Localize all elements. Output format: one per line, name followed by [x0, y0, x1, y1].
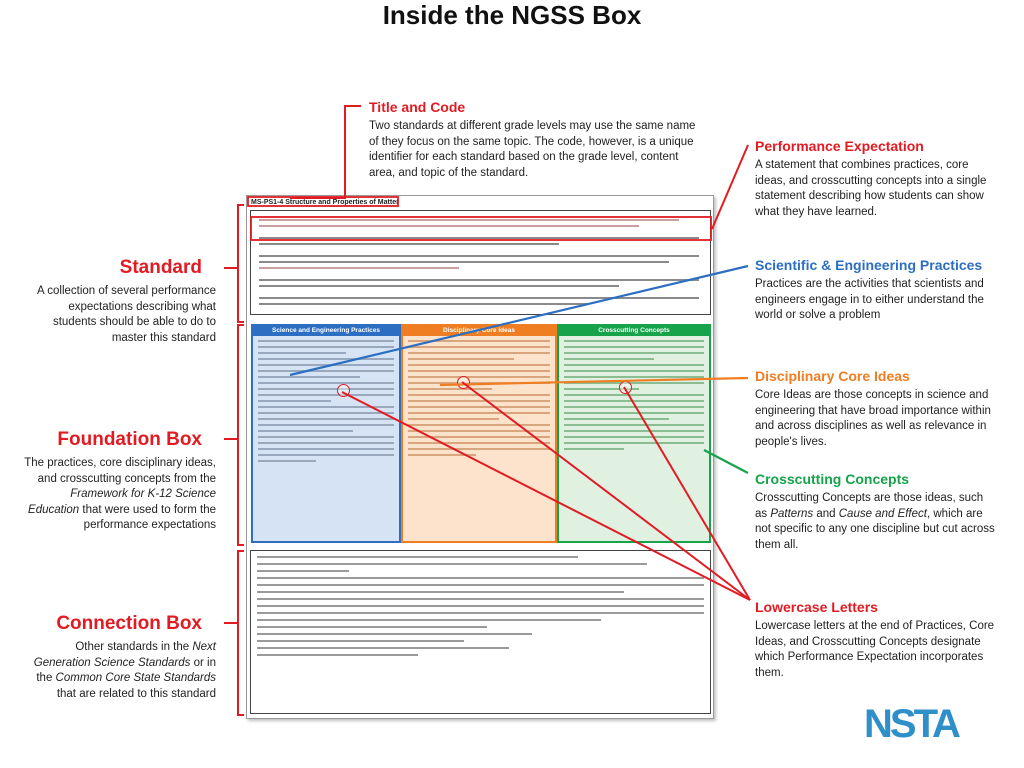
practices-column: Science and Engineering Practices: [251, 324, 401, 543]
connection-box-label: Connection Box Other standards in the Ne…: [30, 612, 216, 702]
page-title: Inside the NGSS Box: [382, 0, 642, 30]
performance-expectation-text: A statement that combines practices, cor…: [755, 159, 987, 218]
practices-column-header: Science and Engineering Practices: [253, 326, 399, 336]
lowercase-letters-text: Lowercase letters at the end of Practice…: [755, 620, 995, 679]
crosscutting-column: Crosscutting Concepts: [557, 324, 711, 543]
document-code-title: MS-PS1-4 Structure and Properties of Mat…: [251, 199, 399, 206]
standard-label: Standard A collection of several perform…: [30, 256, 216, 346]
title-code-heading: Title and Code: [369, 99, 466, 115]
crosscutting-label: Crosscutting Concepts Crosscutting Conce…: [755, 470, 995, 553]
crosscutting-heading: Crosscutting Concepts: [755, 471, 910, 487]
lowercase-letters-label: Lowercase Letters Lowercase letters at t…: [755, 598, 995, 681]
standard-heading: Standard: [119, 257, 202, 278]
practices-heading: Scientific & Engineering Practices: [755, 257, 983, 273]
standard-document-preview: MS-PS1-4 Structure and Properties of Mat…: [246, 195, 714, 719]
standard-text: A collection of several performance expe…: [37, 285, 216, 344]
core-ideas-text: Core Ideas are those concepts in science…: [755, 389, 991, 448]
connection-box-heading: Connection Box: [56, 613, 202, 634]
crosscutting-text: Crosscutting Concepts are those ideas, s…: [755, 492, 995, 551]
core-ideas-label: Disciplinary Core Ideas Core Ideas are t…: [755, 367, 995, 450]
core-ideas-heading: Disciplinary Core Ideas: [755, 368, 910, 384]
foundation-box-label: Foundation Box The practices, core disci…: [20, 428, 216, 534]
connections-box: [250, 550, 711, 714]
performance-expectation-label: Performance Expectation A statement that…: [755, 137, 995, 220]
performance-expectations-box: [250, 210, 711, 315]
core-ideas-column: Disciplinary Core Ideas: [401, 324, 557, 543]
performance-expectation-heading: Performance Expectation: [755, 138, 924, 154]
foundation-box-text: The practices, core disciplinary ideas, …: [24, 457, 216, 531]
practices-text: Practices are the activities that scient…: [755, 278, 984, 321]
lowercase-letters-heading: Lowercase Letters: [755, 599, 878, 615]
practices-label: Scientific & Engineering Practices Pract…: [755, 256, 995, 324]
svg-text:NSTA: NSTA: [864, 702, 960, 746]
nsta-logo: NSTA: [864, 702, 963, 746]
title-code-text: Two standards at different grade levels …: [369, 120, 696, 179]
foundation-box-heading: Foundation Box: [57, 429, 202, 450]
crosscutting-column-header: Crosscutting Concepts: [559, 326, 709, 336]
connection-box-text: Other standards in the Next Generation S…: [33, 641, 216, 700]
title-code-label: Title and Code Two standards at differen…: [369, 98, 704, 181]
